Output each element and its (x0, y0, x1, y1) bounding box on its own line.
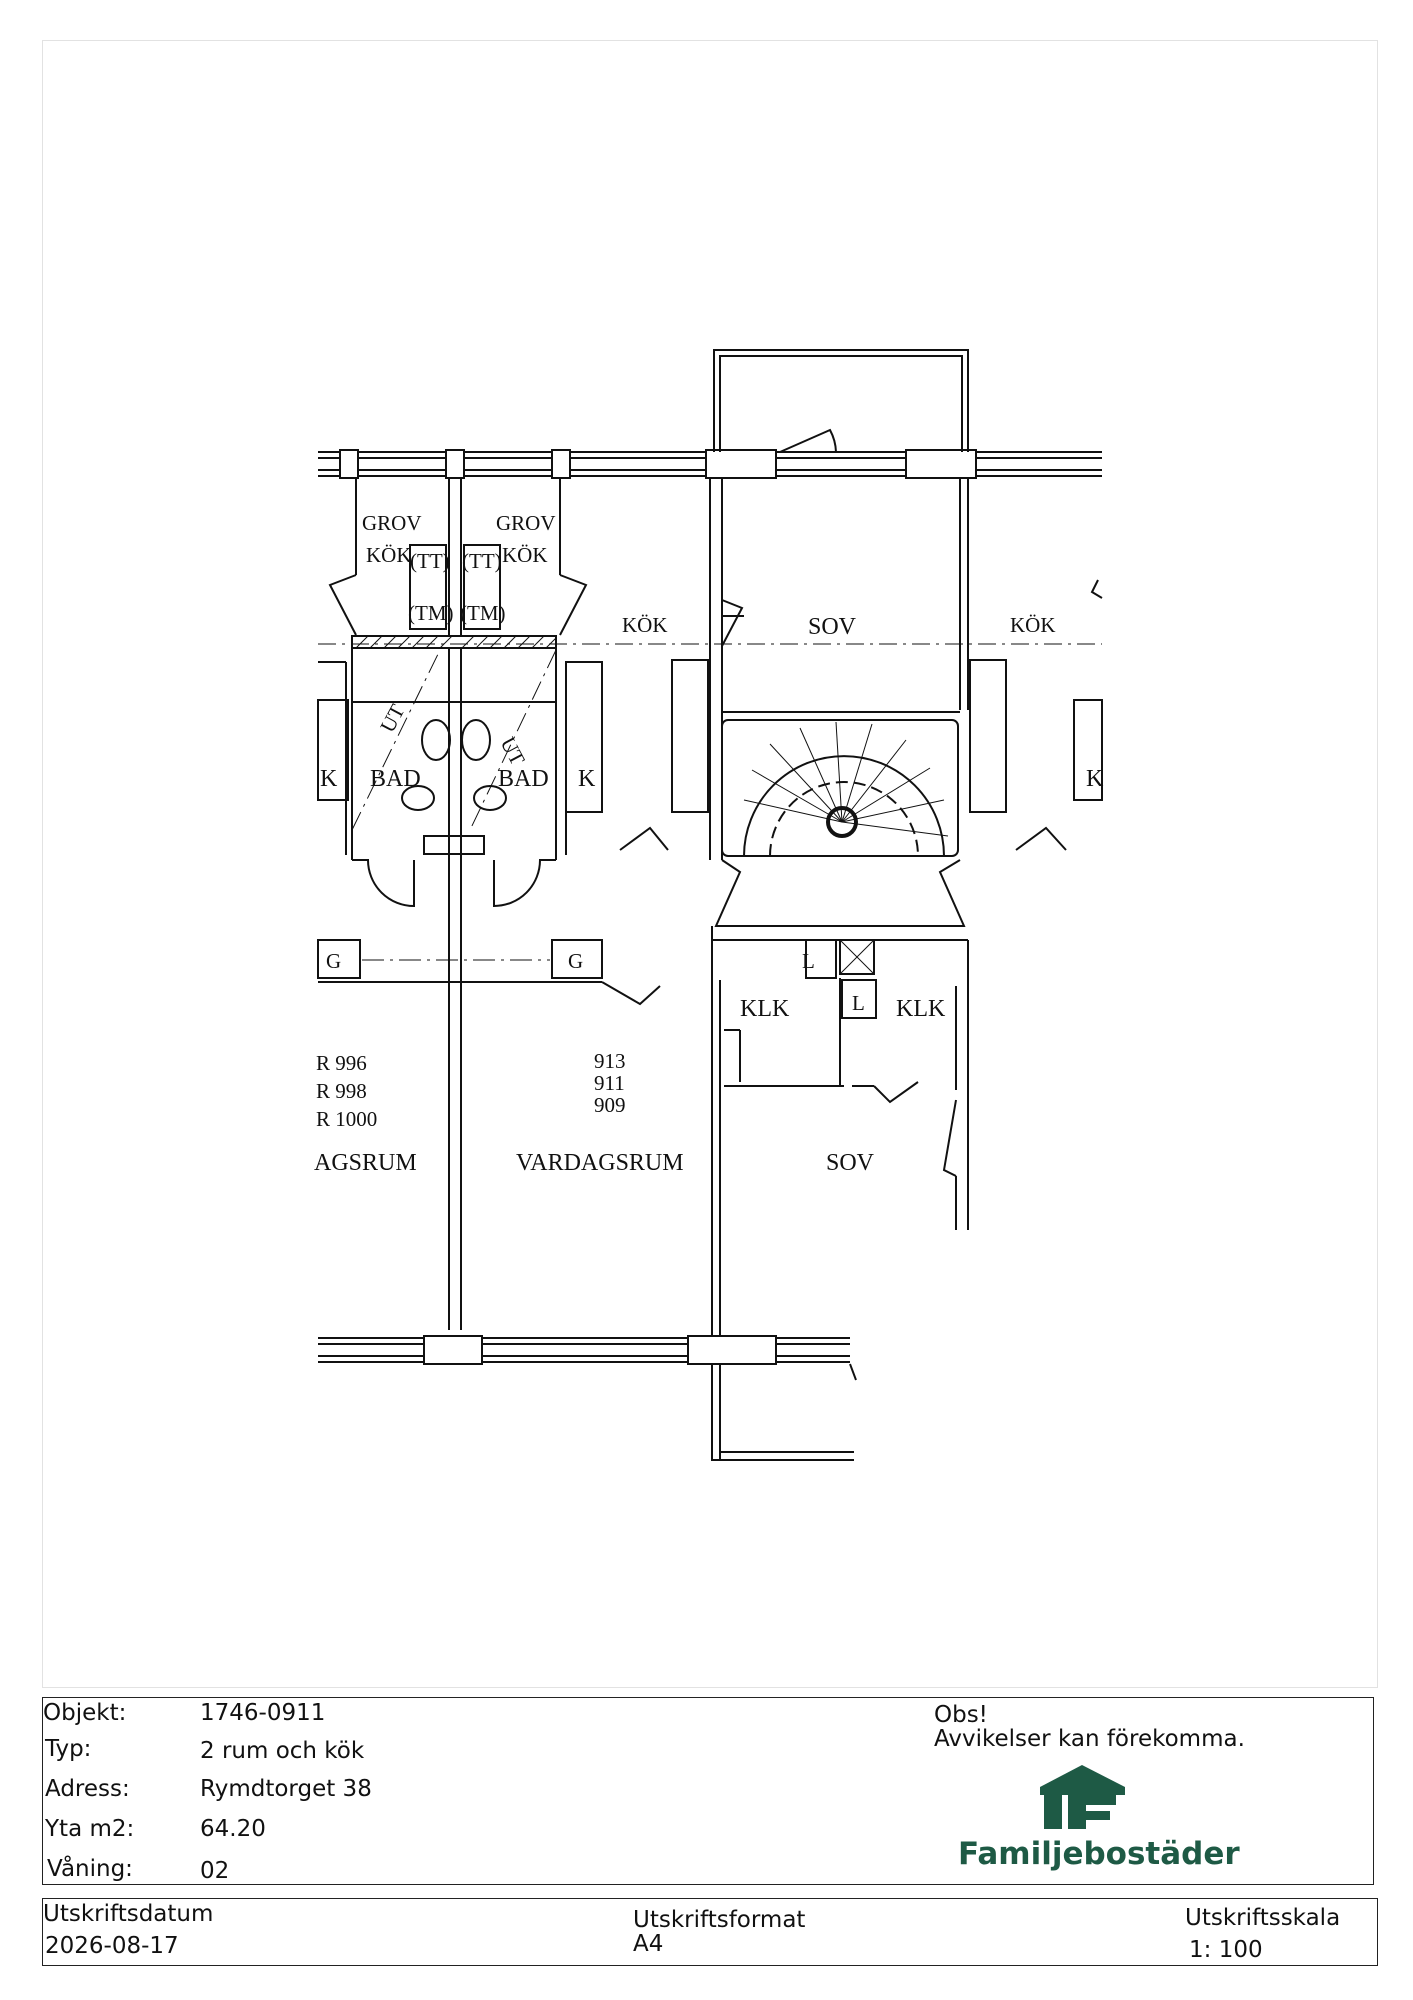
l-label-1: L (802, 949, 815, 973)
kok-center-label: KÖK (622, 613, 668, 637)
utskriftsdatum-value: 2026-08-17 (45, 1933, 179, 1959)
klk-right-label: KLK (896, 996, 946, 1022)
utskriftsformat-label: Utskriftsformat (633, 1907, 806, 1933)
objekt-label: Objekt: (43, 1700, 127, 1726)
room-number-left-1: R 996 (316, 1051, 367, 1075)
room-number-mid-2: 911 (594, 1071, 625, 1095)
k-far-left-label: K (320, 766, 338, 792)
obs-notice: Avvikelser kan förekomma. (934, 1726, 1245, 1752)
vardagsrum-mid-label: VARDAGSRUM (516, 1150, 684, 1176)
kok-right-label: KÖK (1010, 613, 1056, 637)
adress-value: Rymdtorget 38 (200, 1776, 372, 1802)
print-info-box: Utskriftsdatum 2026-08-17 Utskriftsforma… (42, 1898, 1378, 1966)
yta-label: Yta m2: (45, 1816, 135, 1842)
typ-value: 2 rum och kök (200, 1738, 365, 1764)
utskriftsdatum-label: Utskriftsdatum (43, 1901, 214, 1927)
yta-value: 64.20 (200, 1816, 266, 1842)
klk-left-label: KLK (740, 996, 790, 1022)
vaning-label: Våning: (47, 1856, 133, 1882)
g-right-label: G (568, 949, 583, 973)
tm-right-label: (TM) (460, 601, 506, 625)
utskriftsformat-value: A4 (633, 1931, 664, 1957)
room-number-mid-3: 909 (594, 1093, 626, 1117)
g-left-label: G (326, 949, 341, 973)
vaning-value: 02 (200, 1858, 230, 1884)
object-info-box: Objekt: 1746-0911 Typ: 2 rum och kök Adr… (42, 1697, 1374, 1885)
grovkok-right-label-1: GROV (496, 511, 556, 535)
floor-plan: GROV KÖK GROV KÖK (TT) (TM) (TT) (TM) KÖ… (314, 349, 1104, 1461)
sov-top-label: SOV (808, 614, 857, 640)
bad-left-label: BAD (370, 766, 421, 792)
brand-name: Familjebostäder (958, 1836, 1240, 1872)
bad-right-label: BAD (498, 766, 549, 792)
utskriftsskala-label: Utskriftsskala (1185, 1905, 1341, 1931)
ut-left-label: UT (375, 700, 409, 736)
l-label-2: L (852, 991, 865, 1015)
ut-right-label: UT (496, 733, 530, 769)
vardagsrum-left-label: AGSRUM (314, 1150, 417, 1176)
tt-right-label: (TT) (462, 549, 502, 573)
grovkok-left-label-2: KÖK (366, 543, 412, 567)
grovkok-right-label-2: KÖK (502, 543, 548, 567)
room-number-left-2: R 998 (316, 1079, 367, 1103)
k-far-right-label: K (1086, 766, 1104, 792)
tm-left-label: (TM) (408, 601, 454, 625)
k-mid-label: K (578, 766, 596, 792)
grovkok-left-label-1: GROV (362, 511, 422, 535)
drawing-frame (42, 40, 1378, 1688)
room-number-mid-1: 913 (594, 1049, 626, 1073)
tt-left-label: (TT) (410, 549, 450, 573)
familjebostader-logo-icon (1040, 1765, 1125, 1829)
adress-label: Adress: (45, 1776, 130, 1802)
room-number-left-3: R 1000 (316, 1107, 377, 1131)
typ-label: Typ: (45, 1736, 92, 1762)
utskriftsskala-value: 1: 100 (1189, 1937, 1263, 1963)
obs-heading: Obs! (934, 1702, 988, 1728)
objekt-value: 1746-0911 (200, 1700, 326, 1726)
sov-bottom-label: SOV (826, 1150, 875, 1176)
